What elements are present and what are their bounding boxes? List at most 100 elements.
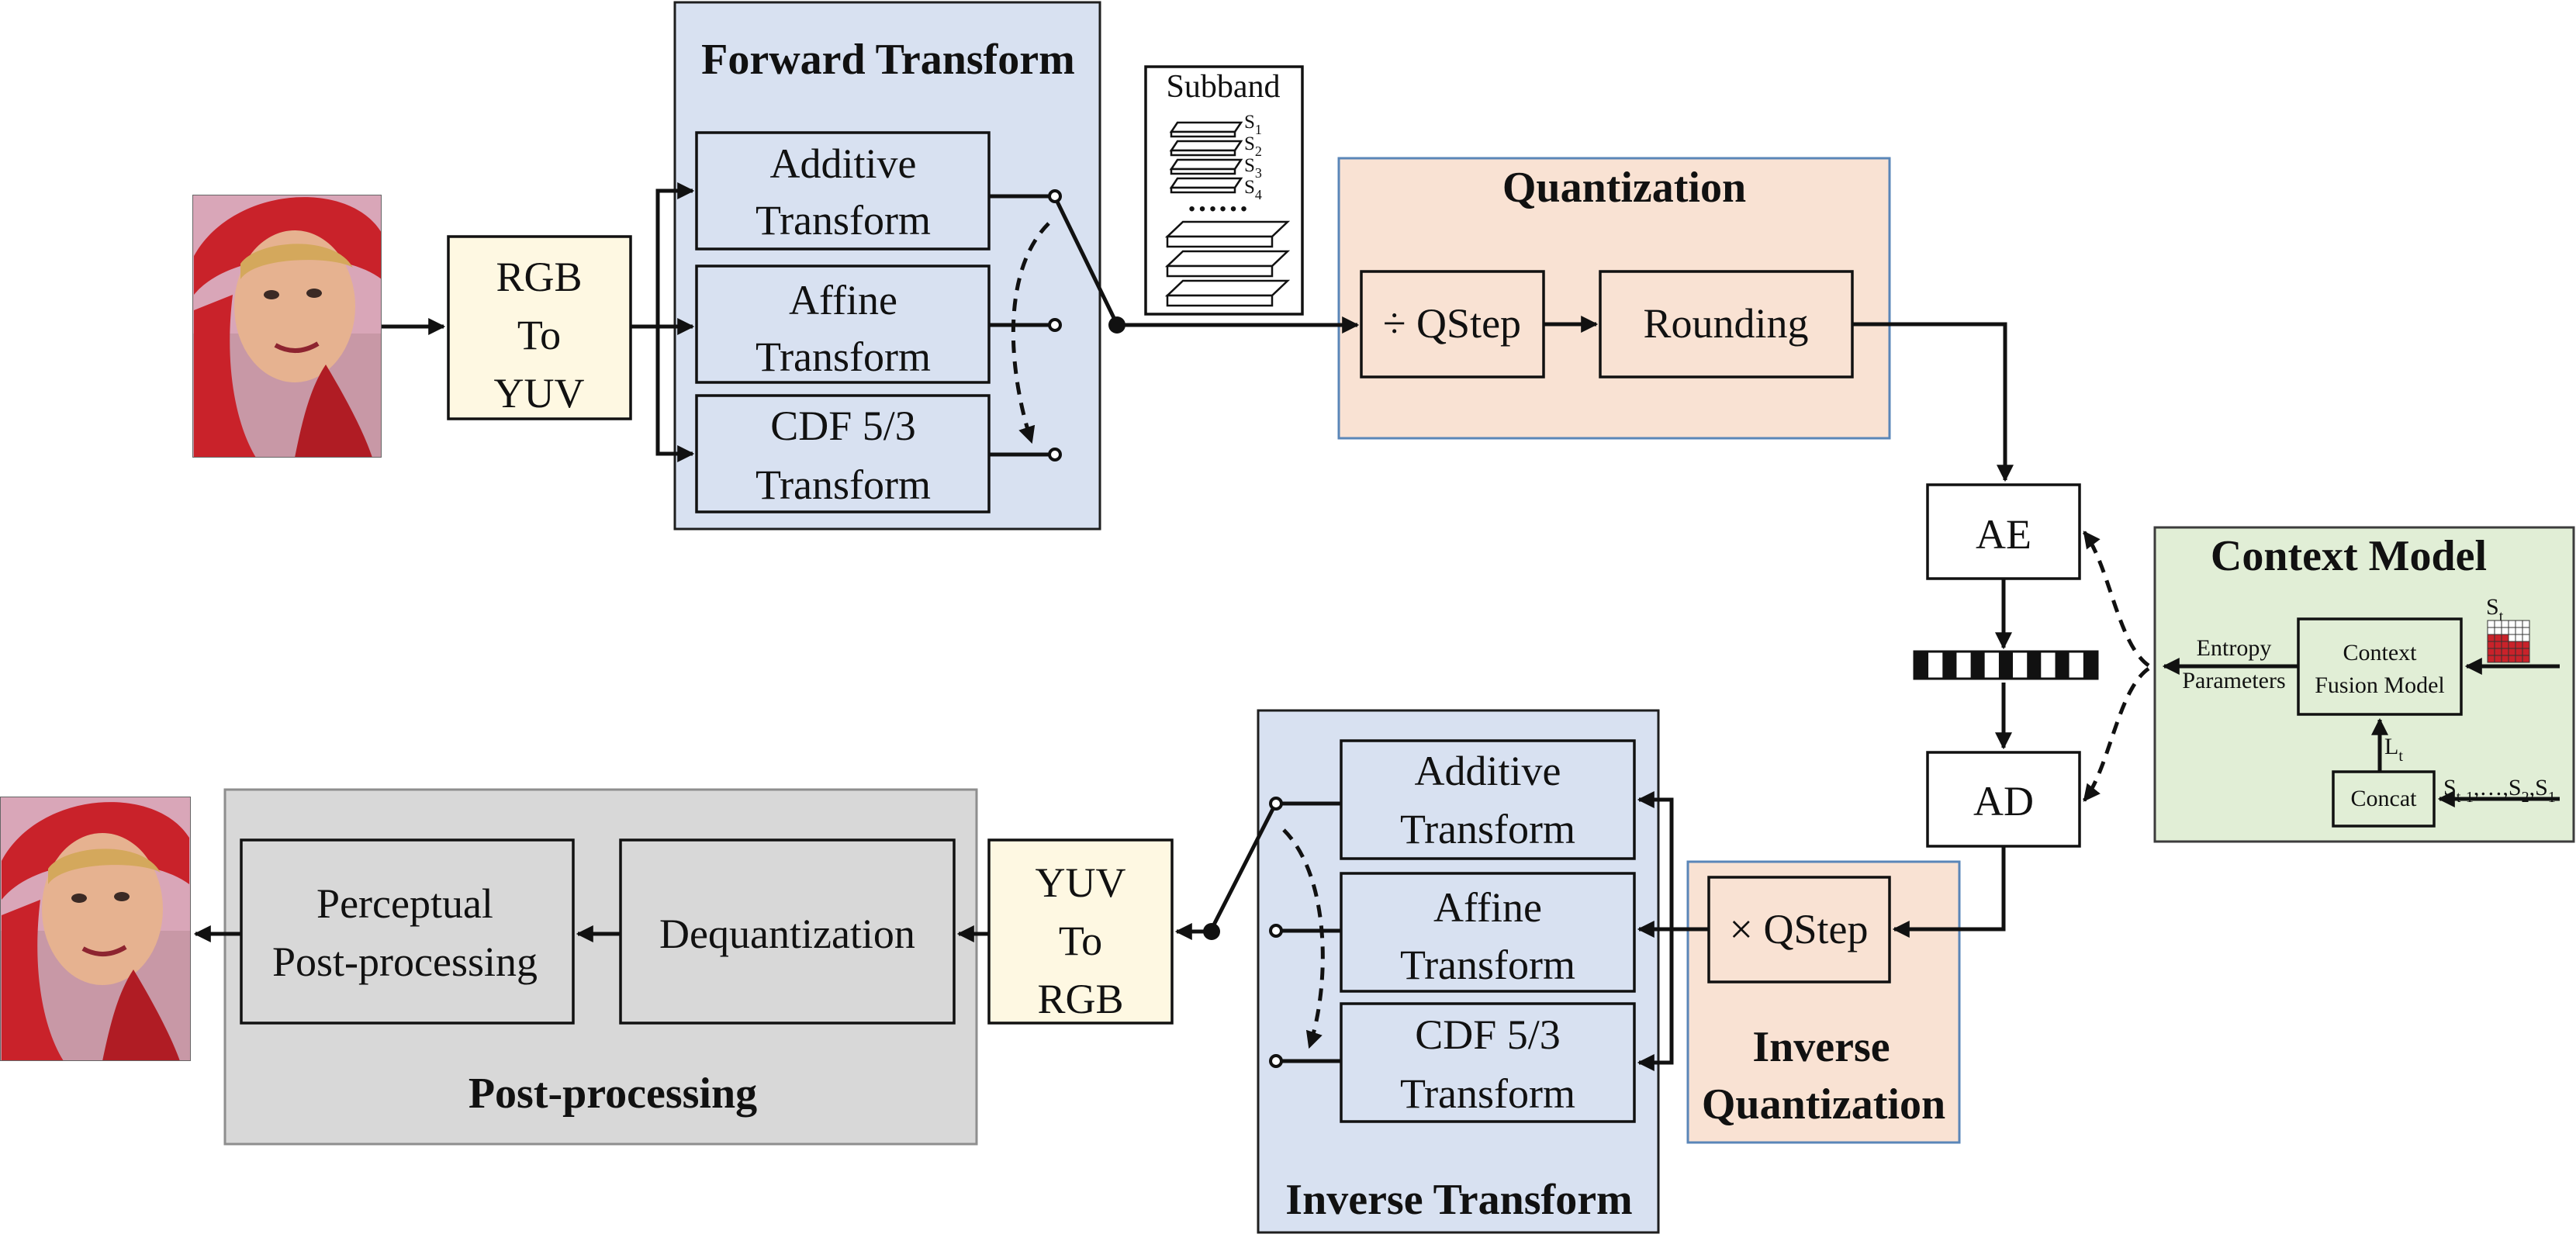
subband-label-s2: S2 (1244, 133, 1262, 159)
inverse-quantization-title-2: Quantization (1702, 1080, 1945, 1129)
arrow-rounding-to-ae (1852, 322, 2014, 482)
context-fusion-box (2297, 617, 2463, 716)
subband-grid-cell (2508, 627, 2516, 635)
perceptual-line-2: Post-processing (272, 939, 538, 985)
context-model-panel: Context Model Context Fusion Model Conca… (2153, 526, 2575, 843)
rounding-box (1599, 270, 1854, 379)
inverse-affine-line-1: Affine (1433, 884, 1542, 931)
switch-node-inv-affine (1269, 924, 1283, 938)
inverse-additive-line-2: Transform (1400, 806, 1575, 852)
bitstream-cell (1970, 652, 1985, 679)
forward-additive-box (695, 131, 991, 251)
yuv-to-rgb-box: YUV To RGB (987, 838, 1174, 1025)
subband-grid-cell (2515, 648, 2523, 656)
subband-grid-cell (2522, 655, 2530, 663)
context-model-title: Context Model (2211, 532, 2487, 580)
perceptual-box (240, 838, 575, 1025)
arithmetic-encoder-box: AE (1926, 483, 2081, 580)
subband-layer-3 (1169, 158, 1243, 175)
forward-additive-line-2: Transform (756, 197, 931, 244)
yuv-to-rgb-line-3: RGB (1037, 976, 1123, 1022)
subband-grid-cell (2522, 648, 2530, 656)
subband-grid-cell (2501, 627, 2509, 635)
rgb-to-yuv-box: RGB To YUV (447, 235, 632, 420)
qstep-divide-label: ÷ QStep (1383, 300, 1521, 347)
subband-layer-large-1 (1164, 220, 1291, 248)
inverse-cdf-line-1: CDF 5/3 (1415, 1011, 1561, 1058)
subband-ellipsis: …… (1187, 183, 1249, 218)
subband-layer-large-2 (1164, 250, 1291, 278)
rgb-to-yuv-line-3: YUV (494, 370, 585, 417)
dequantization-box (619, 838, 956, 1025)
subband-grid-cell (2501, 620, 2509, 628)
subband-grid-cell (2494, 641, 2502, 649)
concat-label: Concat (2351, 786, 2418, 811)
arrow-rgb2yuv-to-additive (655, 181, 695, 327)
subband-grid-cell (2508, 634, 2516, 642)
current-subband-label: St (2486, 594, 2504, 625)
arrow-ad-to-inverse-qstep (1892, 846, 2006, 939)
dequantization-label: Dequantization (659, 911, 915, 957)
inverse-transform-panel: Inverse Transform Additive Transform Aff… (1257, 709, 1660, 1234)
rgb-to-yuv-line-2: To (517, 312, 561, 358)
rounding-label: Rounding (1643, 300, 1808, 347)
bitstream-cell (2041, 652, 2056, 679)
subband-grid-cell (2522, 641, 2530, 649)
dashed-context-to-ad (2083, 666, 2150, 802)
inverse-quantization-title-1: Inverse (1752, 1023, 1890, 1071)
qstep-multiply-label: × QStep (1730, 906, 1869, 952)
subband-layer-2 (1169, 140, 1243, 157)
qstep-multiply-box (1707, 876, 1891, 983)
subband-grid-cell (2494, 627, 2502, 635)
yuv-to-rgb-line-1: YUV (1036, 859, 1126, 906)
subband-grid-cell (2515, 620, 2523, 628)
inverse-quantization-panel: × QStep Inverse Quantization (1686, 860, 1961, 1144)
subband-grid-cell (2487, 648, 2495, 656)
arithmetic-decoder-box: AD (1926, 751, 2081, 848)
post-processing-title: Post-processing (469, 1070, 757, 1118)
arrow-qstep-to-cdf-inv (1637, 929, 1674, 1072)
quantization-title: Quantization (1502, 164, 1746, 212)
subband-title: Subband (1167, 69, 1281, 105)
subband-layer-4 (1169, 177, 1243, 194)
perceptual-line-1: Perceptual (316, 880, 493, 927)
bitstream-cell (2083, 652, 2097, 679)
subband-grid-cell (2508, 641, 2516, 649)
subband-label-s4: S4 (1244, 177, 1262, 202)
subband-grid-cell (2522, 634, 2530, 642)
arrow-rgb2yuv-to-cdf (655, 327, 695, 463)
inverse-additive-line-1: Additive (1415, 748, 1561, 794)
switch-node-inv-cdf (1269, 1054, 1283, 1068)
subband-layer-1 (1169, 121, 1243, 138)
forward-cdf-line-2: Transform (756, 461, 931, 508)
subband-grid-cell (2501, 655, 2509, 663)
ad-label: AD (1973, 778, 2034, 824)
forward-switch-lever (1055, 200, 1119, 326)
lt-label: Lt (2384, 734, 2403, 765)
entropy-params-line-1: Entropy (2197, 635, 2272, 661)
subband-grid-cell (2522, 620, 2530, 628)
subband-grid-cell (2508, 655, 2516, 663)
subband-grid-cell (2487, 641, 2495, 649)
subband-grid-cell (2494, 648, 2502, 656)
subband-layer-large-3 (1164, 279, 1291, 307)
rgb-to-yuv-line-1: RGB (496, 254, 582, 300)
concat-box (2332, 770, 2436, 828)
arrow-qstep-to-additive-inv (1637, 790, 1674, 929)
bitstream-cell (1914, 652, 1929, 679)
forward-additive-line-1: Additive (770, 140, 917, 187)
subband-grid-cell (2515, 655, 2523, 663)
bitstream-cell (1928, 652, 1943, 679)
subband-grid-cell (2522, 627, 2530, 635)
context-fusion-line-1: Context (2343, 640, 2418, 665)
forward-affine-line-2: Transform (756, 334, 931, 380)
bitstream-cell (2013, 652, 2028, 679)
current-subband-grid (2487, 620, 2530, 663)
switch-node-additive (1048, 189, 1062, 203)
forward-affine-line-1: Affine (789, 277, 897, 323)
subband-grid-cell (2494, 620, 2502, 628)
switch-node-inv-additive (1269, 797, 1283, 811)
subband-grid-cell (2515, 634, 2523, 642)
subband-grid-cell (2515, 641, 2523, 649)
